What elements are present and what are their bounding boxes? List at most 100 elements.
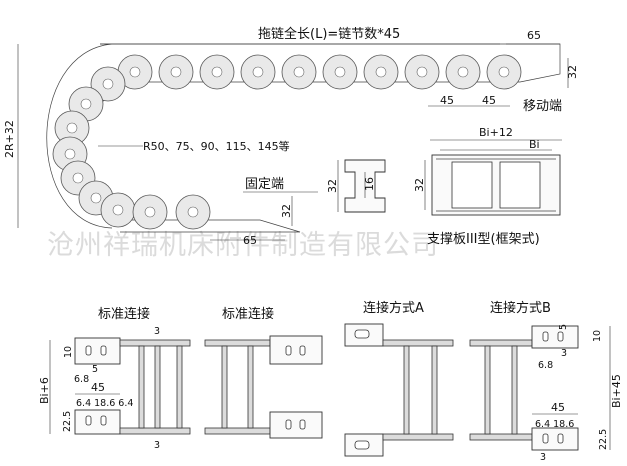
length-formula: 拖链全长(L)=链节数*45 — [258, 26, 400, 42]
right-dim-5: 5 — [558, 324, 569, 330]
chain-link-hub — [112, 204, 124, 216]
left-dim-10: 10 — [63, 346, 74, 358]
chain-link-hub — [211, 66, 223, 78]
left-bracket-top — [74, 337, 121, 365]
b-crossbar-2 — [511, 345, 518, 435]
left-crossbar-1 — [138, 345, 145, 429]
caption-method-a: 连接方式A — [363, 300, 424, 316]
chain-link-hub — [375, 66, 387, 78]
frame-outline — [431, 154, 561, 216]
a-bracket-bottom-slot — [354, 440, 370, 450]
mid-chain-top-rail — [204, 339, 271, 347]
dim-45-a: 45 — [440, 94, 454, 107]
right-dim-225: 22.5 — [598, 429, 609, 450]
left-chain-bottom-rail — [119, 427, 191, 435]
connection-methods-assembly — [344, 323, 579, 457]
left-dim-bi6: Bi+6 — [38, 377, 51, 404]
company-watermark: 沧州祥瑞机床附件制造有限公司 — [47, 230, 439, 261]
chain-link-hub — [252, 66, 264, 78]
frame-window-left — [451, 161, 493, 209]
frame-support-view: Bi+12 Bi 32 支撑板III型(框架式) — [413, 126, 562, 247]
chain-links — [52, 54, 522, 230]
right-dim-68: 6.8 — [538, 360, 553, 371]
dim-2r32: 2R+32 — [3, 120, 16, 158]
chain-link-hub — [72, 172, 84, 184]
left-bracket-top-slot-1 — [85, 345, 92, 356]
chain-link-hub — [102, 78, 114, 90]
a-chain-top-rail — [382, 339, 454, 347]
left-bracket-bottom-slot-1 — [85, 415, 92, 426]
mid-bracket-top-slot-2 — [299, 345, 306, 356]
moving-end-label: 移动端 — [523, 99, 562, 114]
right-dim-3-top: 3 — [561, 348, 567, 359]
mid-crossbar-2 — [247, 345, 254, 429]
dim-32-fixed: 32 — [280, 204, 293, 218]
b-bracket-bottom-slot-1 — [542, 433, 549, 444]
caption-method-b: 连接方式B — [490, 300, 551, 316]
left-dim-225: 22.5 — [62, 411, 73, 432]
chain-link-hub — [80, 98, 92, 110]
left-bracket-bottom-slot-2 — [100, 415, 107, 426]
chain-link-hub — [187, 206, 199, 218]
support-dim-32: 32 — [326, 179, 339, 193]
left-dim-45: 45 — [91, 381, 105, 394]
radius-list: R50、75、90、115、145等 — [143, 139, 290, 153]
mid-chain-bottom-rail — [204, 427, 271, 435]
mid-bracket-bottom — [269, 411, 323, 439]
left-bracket-top-slot-2 — [100, 345, 107, 356]
left-crossbar-3 — [176, 345, 183, 429]
b-bracket-bottom — [531, 427, 579, 451]
left-dim-3-top: 3 — [154, 326, 160, 337]
caption-standard-2: 标准连接 — [222, 306, 274, 322]
mid-bracket-top — [269, 335, 323, 365]
a-crossbar-2 — [431, 345, 438, 435]
frame-window-right — [499, 161, 541, 209]
left-dim-3-bot: 3 — [154, 440, 160, 451]
a-bracket-top-slot — [354, 329, 370, 339]
mid-bracket-bottom-slot-2 — [299, 419, 306, 430]
b-crossbar-1 — [484, 345, 491, 435]
support-plate-profile: 32 16 — [326, 159, 386, 213]
left-chain-top-rail — [119, 339, 191, 347]
chain-link-hub — [498, 66, 510, 78]
chain-link-hub — [416, 66, 428, 78]
mid-crossbar-1 — [221, 345, 228, 429]
right-dim-3-bot: 3 — [540, 452, 546, 463]
fixed-end-label: 固定端 — [245, 177, 284, 192]
b-bracket-top-slot-2 — [557, 331, 564, 342]
chain-link-hub — [144, 206, 156, 218]
chain-link-hub — [170, 66, 182, 78]
frame-dim-bi12: Bi+12 — [479, 126, 513, 139]
b-chain-bottom-rail — [469, 433, 533, 441]
chain-link-hub — [64, 148, 76, 160]
chain-link-hub — [457, 66, 469, 78]
dim-32-right: 32 — [566, 65, 579, 79]
chain-side-view — [46, 43, 561, 233]
a-chain-bottom-rail — [382, 433, 454, 441]
dim-65-bottom: 65 — [243, 234, 257, 247]
frame-dim-32: 32 — [413, 178, 426, 192]
standard-connection-assembly — [74, 335, 323, 439]
b-bracket-top-slot-1 — [542, 331, 549, 342]
right-dim-bi45: Bi+45 — [610, 374, 623, 408]
left-dim-68: 6.8 — [74, 374, 89, 385]
a-crossbar-1 — [403, 345, 410, 435]
chain-link-hub — [66, 122, 78, 134]
right-dim-45: 45 — [551, 401, 565, 414]
left-bracket-bottom — [74, 409, 121, 435]
left-dim-row: 6.4 18.6 6.4 — [76, 398, 133, 409]
right-dim-10: 10 — [592, 330, 603, 342]
right-dim-row: 6.4 18.6 — [535, 419, 574, 430]
caption-standard-1: 标准连接 — [98, 306, 150, 322]
left-crossbar-2 — [154, 345, 161, 429]
frame-dim-bi: Bi — [529, 138, 540, 151]
b-bracket-bottom-slot-2 — [557, 433, 564, 444]
frame-caption: 支撑板III型(框架式) — [427, 232, 540, 247]
chain-link-hub — [334, 66, 346, 78]
b-chain-top-rail — [469, 339, 533, 347]
dim-65-top: 65 — [527, 29, 541, 42]
chain-link-hub — [129, 66, 141, 78]
chain-link-hub — [293, 66, 305, 78]
mid-bracket-bottom-slot-1 — [285, 419, 292, 430]
dim-45-b: 45 — [482, 94, 496, 107]
